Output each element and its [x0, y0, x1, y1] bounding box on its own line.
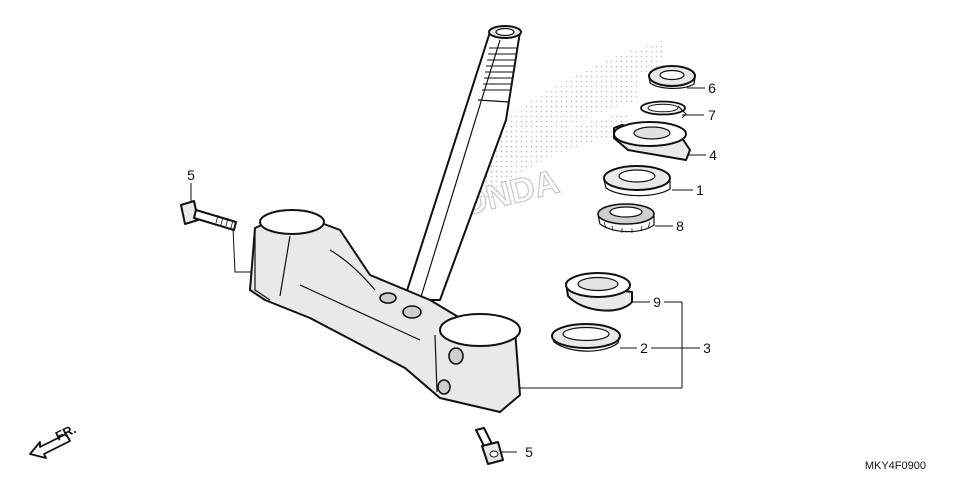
callout-8: 8 [676, 218, 684, 234]
part-8-upper-bearing [597, 203, 655, 233]
callout-6: 6 [708, 80, 716, 96]
leader-lines [190, 87, 706, 453]
front-direction-label: FR. [53, 421, 78, 443]
part-2-lower-dust-seal [551, 323, 621, 352]
lower-triple-clamp [249, 209, 521, 413]
part-4-adjusting-nut [613, 121, 691, 161]
callout-4: 4 [709, 147, 717, 163]
callout-5-upper: 5 [187, 167, 195, 183]
callout-2: 2 [640, 340, 648, 356]
callout-7: 7 [708, 107, 716, 123]
part-1-dust-seal [603, 165, 671, 197]
clamp-bolt-lower [475, 427, 504, 465]
diagram-code: MKY4F0900 [865, 460, 926, 472]
part-9-lower-bearing [565, 272, 633, 312]
clamp-bolt-upper [180, 200, 237, 231]
callout-9: 9 [653, 294, 661, 310]
callout-3: 3 [703, 340, 711, 356]
front-direction-arrow: FR. [29, 421, 78, 459]
callout-1: 1 [696, 182, 704, 198]
part-7-lock-washer [640, 100, 687, 119]
steering-stem-shaft [403, 25, 522, 301]
part-6-lock-nut [648, 65, 696, 89]
callout-5-lower: 5 [525, 444, 533, 460]
